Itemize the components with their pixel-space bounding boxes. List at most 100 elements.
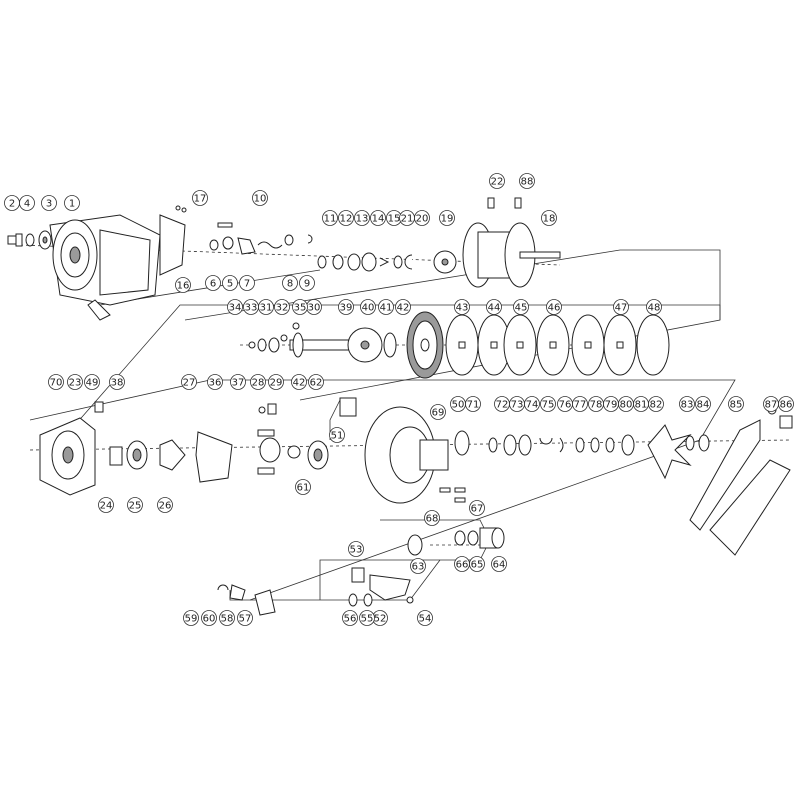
callout-circle (469, 500, 485, 516)
callout-circle (613, 299, 629, 315)
callout-circle (519, 173, 535, 189)
callout-37: 37 (230, 374, 246, 390)
part-5-washer (222, 236, 234, 250)
callout-number: 60 (203, 614, 216, 625)
callout-circle (230, 374, 246, 390)
callout-number: 7 (244, 279, 250, 290)
callout-number: 73 (511, 400, 524, 411)
callout-number: 53 (350, 545, 363, 556)
callout-number: 20 (416, 214, 429, 225)
callout-number: 78 (590, 400, 603, 411)
callout-number: 30 (308, 303, 321, 314)
callout-number: 6 (210, 279, 216, 290)
callout-number: 48 (648, 303, 661, 314)
callout-number: 56 (344, 614, 357, 625)
callout-circle (763, 396, 779, 412)
callout-50: 50 (450, 396, 466, 412)
callout-16: 16 (175, 277, 191, 293)
callout-59: 59 (183, 610, 199, 626)
callout-74: 74 (524, 396, 540, 412)
callout-60: 60 (201, 610, 217, 626)
callout-number: 67 (471, 504, 484, 515)
callout-number: 37 (232, 378, 245, 389)
callout-29: 29 (268, 374, 284, 390)
callout-number: 36 (209, 378, 222, 389)
callout-21: 21 (399, 210, 415, 226)
part-82-star-drag (647, 424, 692, 480)
part-61-bushing (307, 440, 329, 470)
callout-81: 81 (633, 396, 649, 412)
callout-number: 61 (297, 483, 310, 494)
callout-number: 11 (324, 214, 337, 225)
part-51-cap (339, 397, 357, 417)
part-27-bracket (195, 431, 233, 483)
callout-number: 88 (521, 177, 534, 188)
callout-number: 31 (260, 303, 273, 314)
callout-circle (430, 404, 446, 420)
callout-87: 87 (763, 396, 779, 412)
callout-69: 69 (430, 404, 446, 420)
part-40-washer (383, 332, 397, 358)
part-19-pinion (433, 250, 457, 274)
callout-circle (370, 210, 386, 226)
parts-54-56-small (348, 593, 414, 607)
callout-80: 80 (618, 396, 634, 412)
callout-circle (489, 173, 505, 189)
callout-number: 57 (239, 614, 252, 625)
callout-circle (329, 427, 345, 443)
part-30-shaft (289, 332, 351, 358)
callout-61: 61 (295, 479, 311, 495)
part-42-main-gear (406, 311, 444, 379)
callout-number: 38 (111, 378, 124, 389)
callout-number: 14 (372, 214, 385, 225)
part-24-25-bearings (109, 440, 148, 470)
callout-circle (109, 374, 125, 390)
callout-18: 18 (541, 210, 557, 226)
callout-number: 23 (69, 378, 82, 389)
parts-43-48-discs (445, 314, 670, 376)
callout-number: 19 (441, 214, 454, 225)
callout-circle (439, 210, 455, 226)
callout-circle (424, 510, 440, 526)
part-50-71-bearing (454, 430, 470, 456)
callout-circle (417, 610, 433, 626)
callout-27: 27 (181, 374, 197, 390)
callout-circle (292, 299, 308, 315)
callout-3: 3 (41, 195, 57, 211)
callout-number: 42 (397, 303, 410, 314)
callout-10: 10 (252, 190, 268, 206)
part-26-plate (159, 439, 186, 471)
callout-number: 64 (493, 560, 506, 571)
callout-number: 47 (615, 303, 628, 314)
callout-circle (127, 497, 143, 513)
callout-circle (572, 396, 588, 412)
parts-63-66-washers (407, 530, 479, 556)
callout-number: 41 (380, 303, 393, 314)
callout-4: 4 (19, 195, 35, 211)
callout-42: 42 (395, 299, 411, 315)
callout-circle (338, 210, 354, 226)
part-38-screw (94, 401, 104, 413)
callout-circle (291, 374, 307, 390)
callout-circle (48, 374, 64, 390)
callout-number: 40 (362, 303, 375, 314)
callout-circle (540, 396, 556, 412)
callout-64: 64 (491, 556, 507, 572)
callout-circle (338, 299, 354, 315)
callout-circle (695, 396, 711, 412)
callout-58: 58 (219, 610, 235, 626)
callout-number: 81 (635, 400, 648, 411)
callout-8: 8 (282, 275, 298, 291)
callout-number: 74 (526, 400, 539, 411)
callout-circle (524, 396, 540, 412)
callout-23: 23 (67, 374, 83, 390)
callout-33: 33 (243, 299, 259, 315)
callout-circle (274, 299, 290, 315)
callout-83: 83 (679, 396, 695, 412)
callout-28: 28 (250, 374, 266, 390)
callout-13: 13 (354, 210, 370, 226)
callout-number: 50 (452, 400, 465, 411)
callout-circle (648, 396, 664, 412)
